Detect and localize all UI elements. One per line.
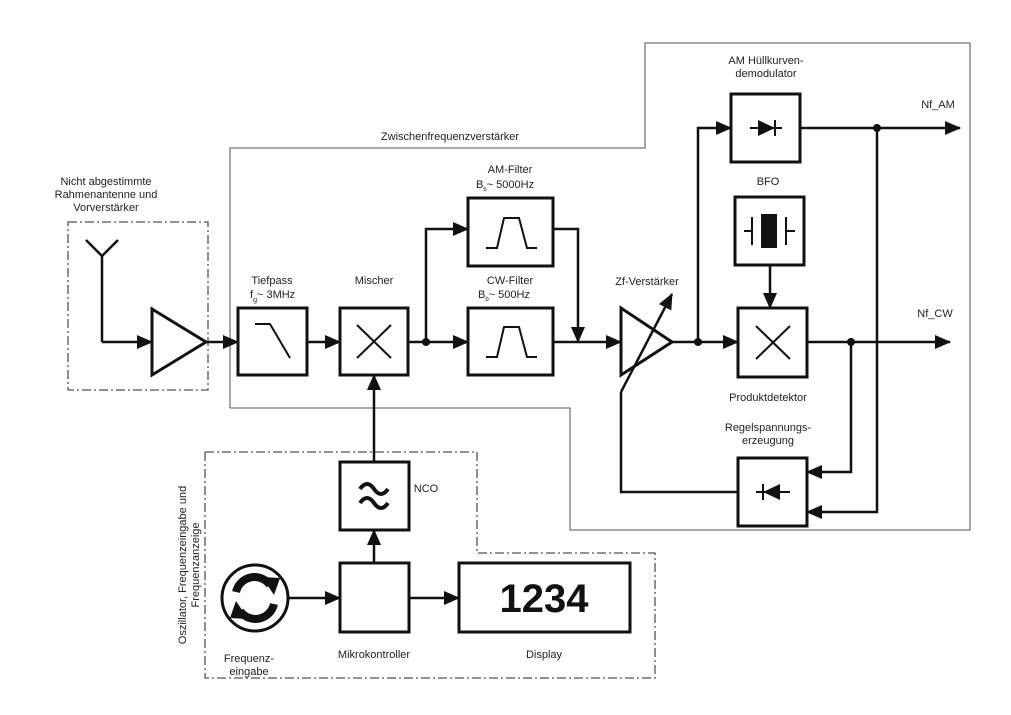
display-value: 1234 — [500, 577, 590, 621]
bandpass-icon — [486, 217, 537, 249]
product-detector-label: Produktdetektor — [729, 392, 807, 404]
output-am-label: Nf_AM — [921, 99, 955, 111]
bfo-label: BFO — [757, 176, 780, 188]
mcu-label: Mikrokontroller — [338, 649, 410, 661]
antenna-icon — [85, 239, 119, 342]
antenna-group-label-2: Rahmenantenne und — [55, 189, 158, 201]
mixer-label: Mischer — [355, 275, 394, 287]
if-section-frame — [229, 42, 971, 531]
am-filter-label: AM-Filter — [488, 164, 533, 176]
nco-block — [338, 460, 411, 532]
rotary-encoder-icon — [220, 563, 290, 633]
am-filter-spec: Bb~ 5000Hz — [476, 179, 534, 193]
preamp-icon — [150, 306, 209, 378]
display-label: Display — [526, 649, 563, 661]
display-block — [457, 561, 632, 634]
am-demod-label-2: demodulator — [735, 68, 796, 80]
cw-filter-label: CW-Filter — [487, 275, 534, 287]
bandpass-icon — [486, 326, 537, 358]
lowpass-icon — [255, 323, 291, 359]
multiply-icon — [356, 324, 392, 359]
antenna-group-label-1: Nicht abgestimmte — [60, 176, 151, 188]
lowpass-label: Tiefpass — [251, 275, 293, 287]
mcu-block — [338, 561, 411, 634]
cw-filter-spec: Bb~ 500Hz — [478, 289, 530, 303]
oscillator-wave-icon — [358, 482, 390, 510]
output-cw-label: Nf_CW — [917, 308, 953, 320]
antenna-group-frame — [67, 221, 209, 391]
diode-icon — [750, 120, 782, 136]
lowpass-spec: fg~ 3MHz — [250, 289, 295, 304]
am-filter-block — [466, 196, 555, 268]
diode-icon — [756, 484, 790, 500]
cw-filter-block — [466, 306, 555, 377]
antenna-group-label-3: Vorverstärker — [73, 202, 139, 214]
multiply-icon — [755, 325, 791, 360]
nco-label: NCO — [414, 483, 439, 495]
agc-label-2: erzeugung — [742, 435, 794, 447]
if-amp-label: Zf-Verstärker — [615, 276, 679, 288]
freq-input-label-1: Frequenz- — [224, 653, 274, 665]
crystal-icon — [744, 214, 795, 248]
if-section-label: Zwischenfrequenzverstärker — [381, 131, 520, 143]
am-demod-label-1: AM Hüllkurven- — [728, 55, 804, 67]
oscillator-group-label-2: Frequenzanzeige — [190, 522, 202, 607]
agc-label-1: Regelspannungs- — [725, 422, 812, 434]
freq-input-label-2: eingabe — [229, 666, 268, 678]
lowpass-block — [236, 306, 309, 377]
oscillator-group-label-1: Oszillator, Frequenzeingabe und — [177, 486, 189, 644]
oscillator-group-frame — [204, 451, 656, 679]
